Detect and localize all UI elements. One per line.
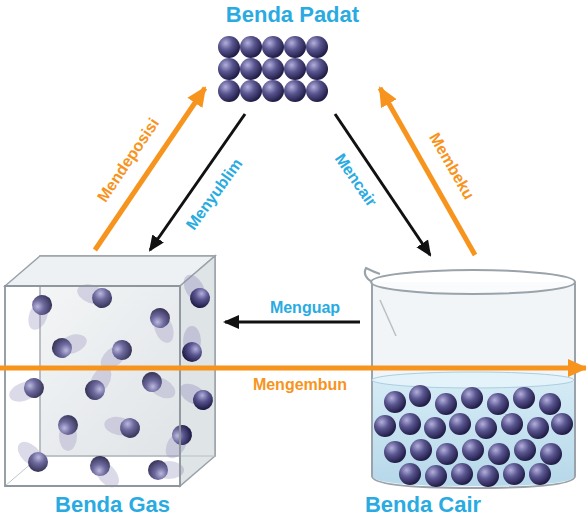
state-node: Benda Cair: [360, 255, 586, 523]
state-title: Benda Gas: [55, 492, 170, 518]
transition-label: Mengembun: [251, 375, 349, 394]
liquid-particles: [374, 385, 573, 487]
state-title: Benda Padat: [226, 2, 359, 28]
state-node: Benda Padat: [205, 2, 380, 114]
transition-label: Mencair: [330, 148, 383, 212]
state-title: Benda Cair: [365, 492, 481, 518]
gas-container: [5, 256, 215, 486]
solid-particles: [218, 36, 328, 102]
liquid-beaker: [365, 268, 575, 488]
gas-container-front: [5, 286, 180, 486]
state-node: Benda Gas: [0, 250, 225, 523]
transition-label: Membeku: [424, 128, 479, 205]
transition-label: Menguap: [268, 298, 342, 317]
transition-arrow: [225, 321, 360, 324]
transition-arrow: [0, 365, 586, 370]
